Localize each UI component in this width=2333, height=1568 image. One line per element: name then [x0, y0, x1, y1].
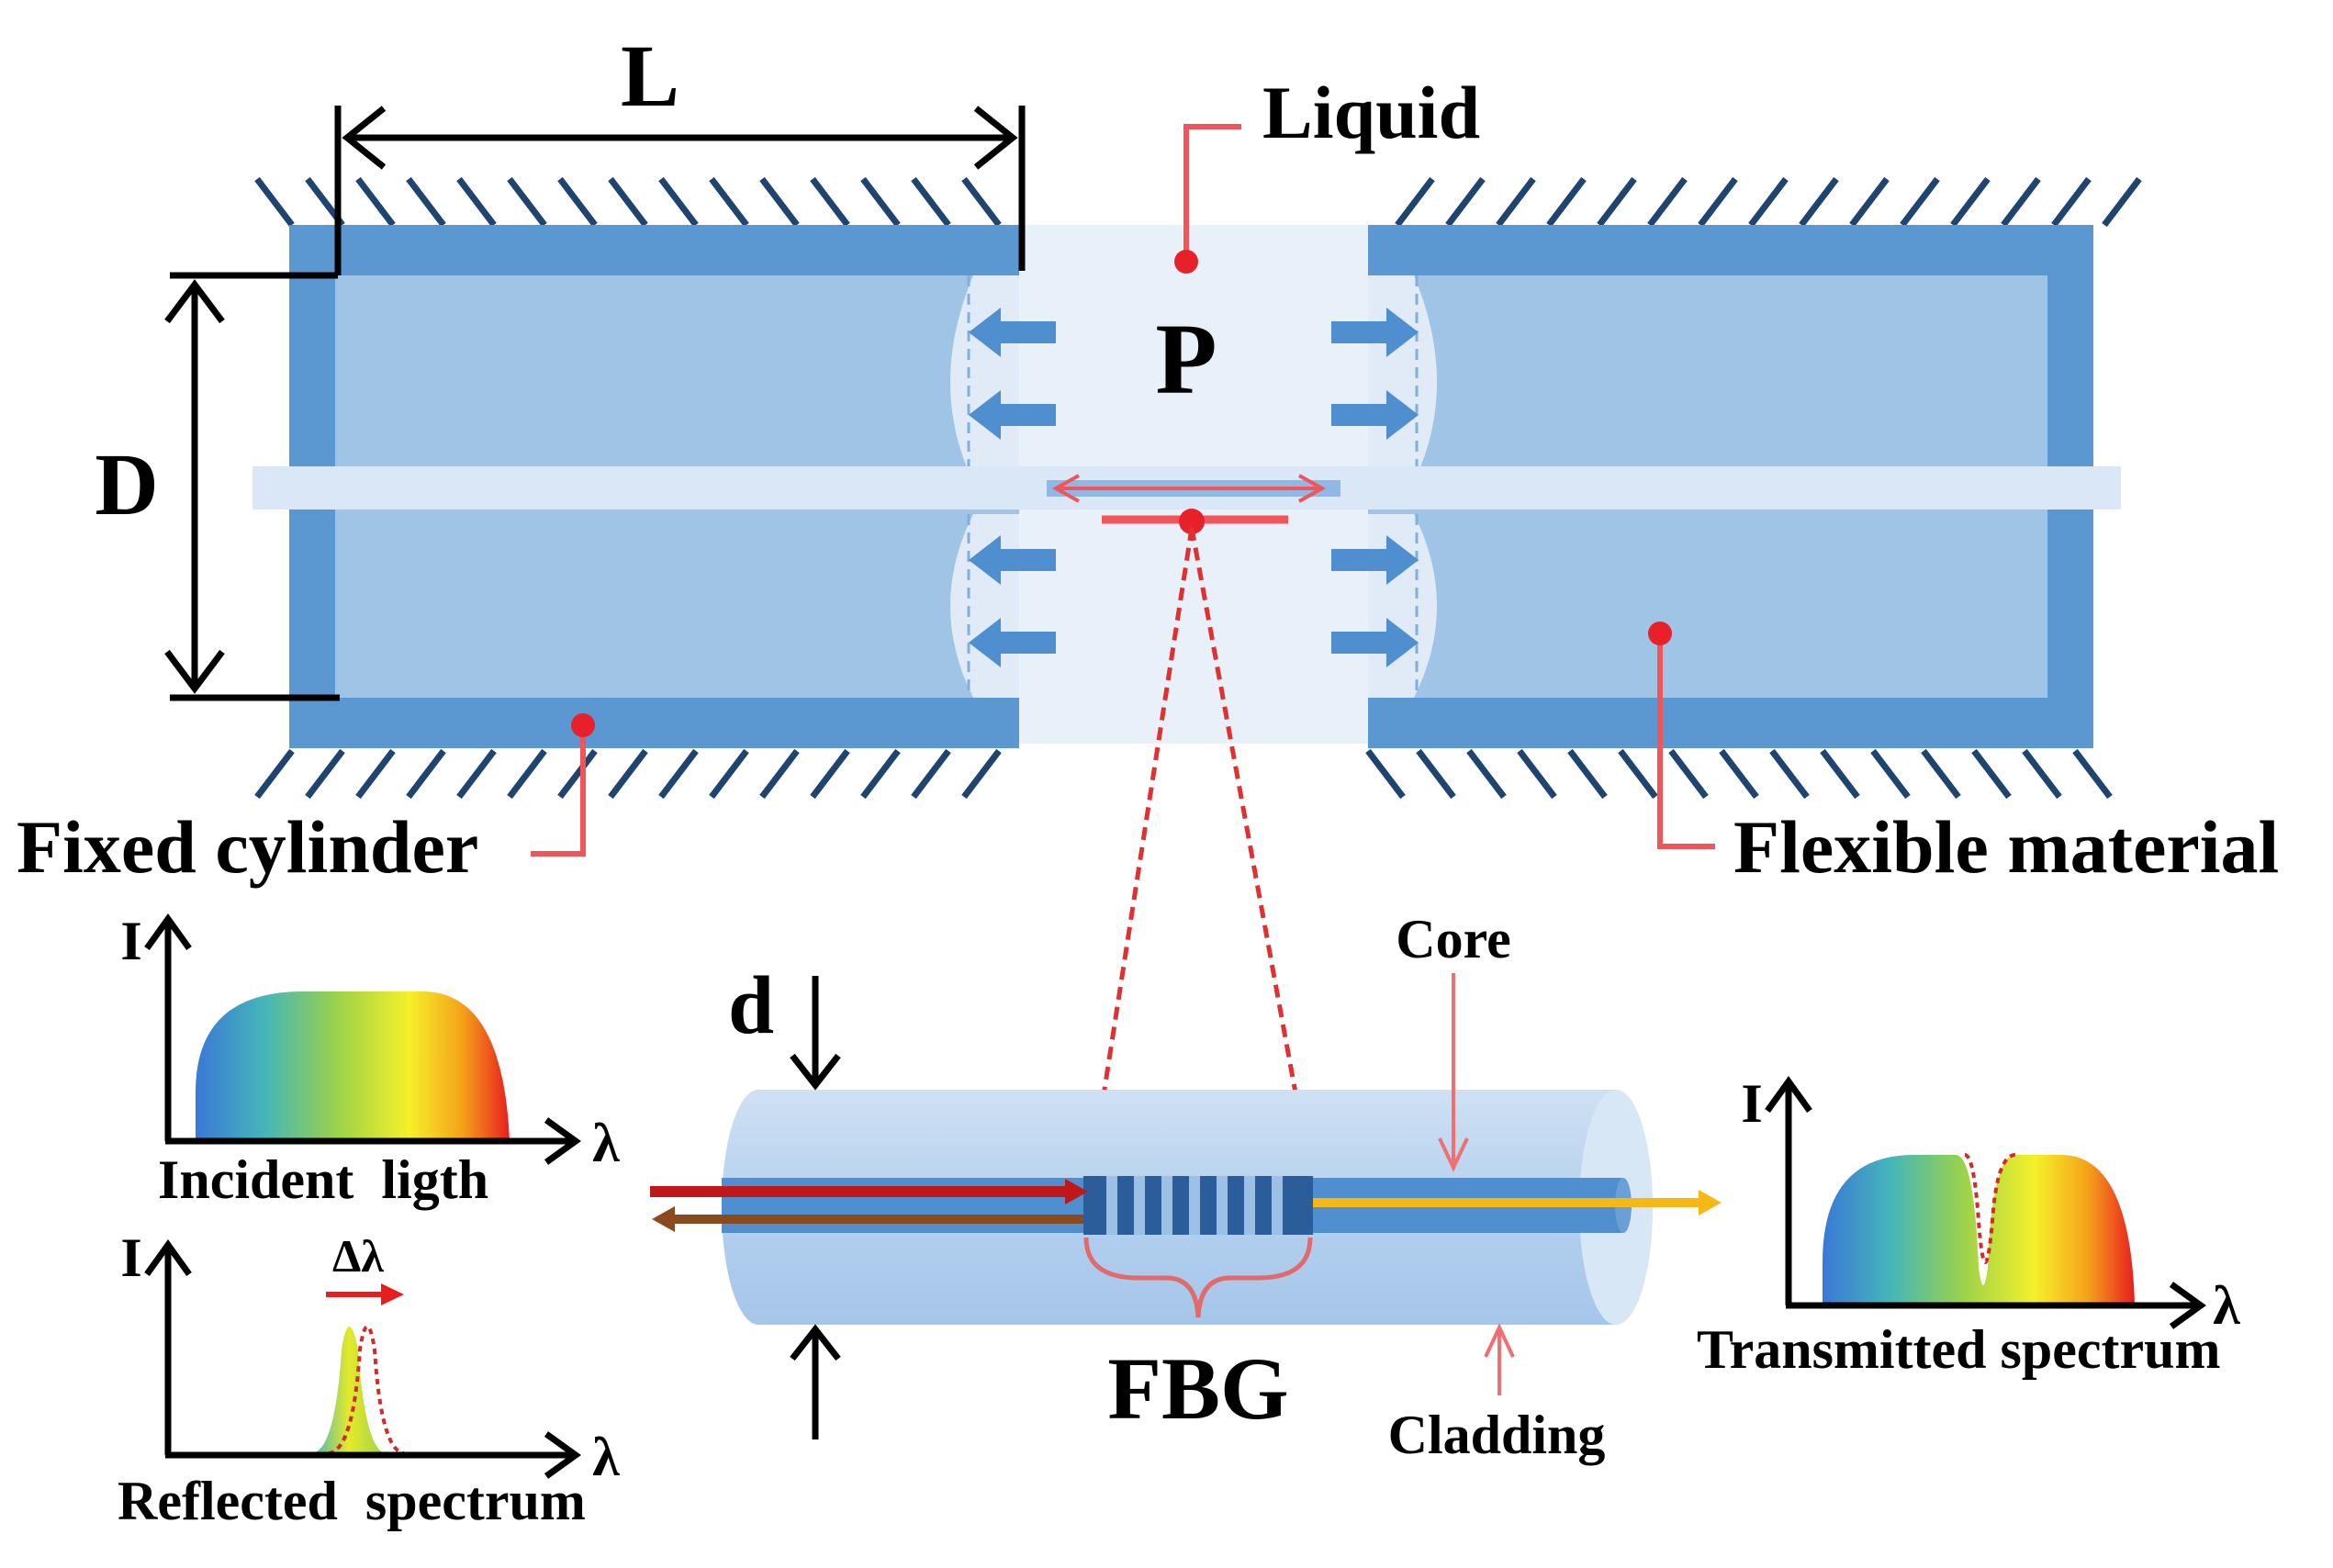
fixed-cylinder-pointer: [531, 713, 595, 857]
label-P: P: [1155, 303, 1217, 415]
incident-spectrum-chart: I λ Incident ligth: [120, 911, 620, 1210]
reflected-title: Reflected spectrum: [118, 1471, 586, 1531]
hatch-top-left: [254, 176, 1002, 228]
label-d: d: [728, 960, 774, 1051]
reflected-y-axis-label: I: [120, 1227, 141, 1288]
core-pointer: [1438, 973, 1469, 1172]
incident-x-axis-label: λ: [592, 1113, 620, 1173]
incident-light-arrow: [650, 1179, 1088, 1204]
label-liquid: Liquid: [1262, 71, 1480, 154]
flexible-material-pointer: [1648, 622, 1715, 849]
label-D: D: [95, 435, 158, 533]
transmitted-y-axis-label: I: [1741, 1073, 1762, 1134]
incident-spectrum-curve: [196, 991, 510, 1141]
liquid-pointer: [1174, 124, 1241, 274]
transmitted-spectrum-curve: [1823, 1155, 2135, 1304]
transmitted-dip-outline: [1964, 1153, 2016, 1264]
label-fixed-cylinder: Fixed cylinder: [17, 805, 478, 889]
reflected-spectrum-chart: Δλ I λ Reflected spectrum: [118, 1227, 620, 1531]
fbg-zoom-marker: [1088, 509, 1314, 1179]
reflected-shift-label: Δλ: [332, 1230, 384, 1282]
incident-y-axis-label: I: [120, 911, 141, 971]
transmitted-title: Transmitted spectrum: [1697, 1319, 2220, 1380]
shift-arrow: [326, 1283, 404, 1305]
pressure-arrows-right: [1331, 308, 1419, 667]
fbg-brace: [1083, 1237, 1313, 1318]
diameter-arrows: [790, 976, 841, 1439]
hatch-bottom-left: [254, 748, 1002, 800]
dimension-D: [164, 272, 340, 701]
reflected-light-arrow: [652, 1206, 1083, 1232]
label-flexible-material: Flexible material: [1733, 805, 2279, 889]
fbg-grating: [1083, 1176, 1313, 1235]
dimension-L: [334, 106, 1026, 275]
reflected-shifted-peak: [328, 1325, 405, 1455]
pressure-arrows-left: [969, 308, 1056, 667]
label-cladding: Cladding: [1388, 1405, 1606, 1465]
hatch-bottom-right: [1365, 748, 2113, 800]
transmitted-light-arrow: [1313, 1190, 1722, 1215]
transmitted-x-axis-label: λ: [2213, 1275, 2240, 1336]
transmitted-spectrum-chart: I λ Transmitted spectrum: [1697, 1073, 2240, 1380]
reflected-peak: [312, 1327, 386, 1453]
label-L: L: [621, 27, 679, 125]
fbg-stretch-arrow: [1051, 474, 1327, 503]
reflected-x-axis-label: λ: [592, 1427, 620, 1487]
incident-title: Incident ligth: [158, 1149, 488, 1210]
cladding-pointer: [1484, 1323, 1515, 1395]
label-core: Core: [1396, 909, 1511, 969]
label-fbg: FBG: [1107, 1339, 1288, 1438]
hatch-top-right: [1395, 176, 2142, 228]
